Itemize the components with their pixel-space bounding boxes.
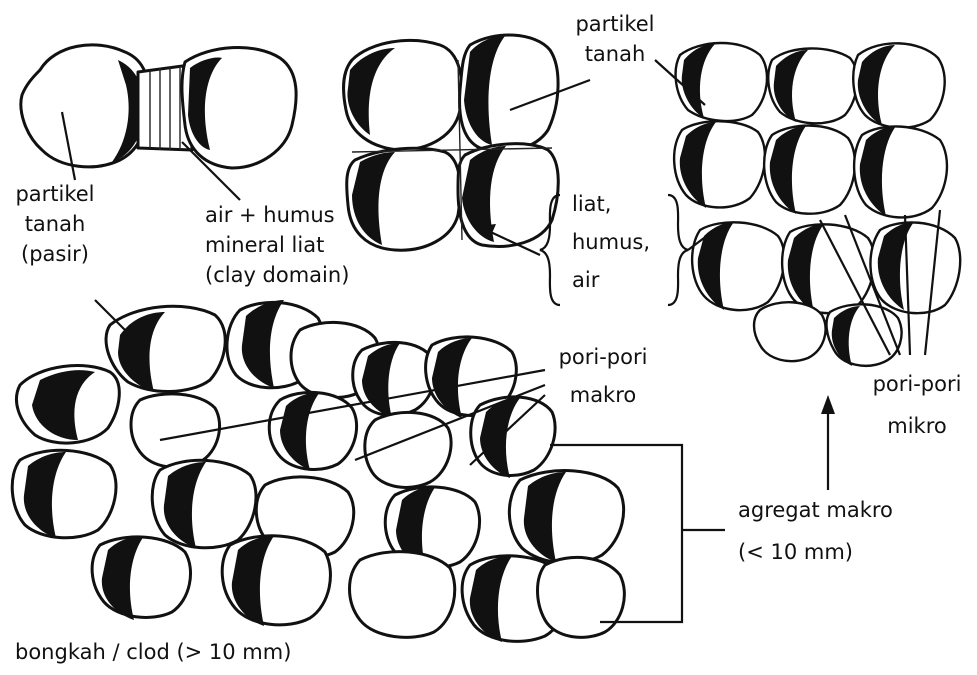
label-particle-sand-line1: partikel <box>5 182 105 206</box>
label-particle-top: partikel tanah <box>565 12 665 66</box>
small-aggregate <box>344 35 559 250</box>
sand-particle-pair <box>21 45 296 168</box>
label-macro-aggregate: agregat makro (< 10 mm) <box>738 498 893 564</box>
arrow-up-micro <box>821 395 835 490</box>
clod-mass <box>12 300 624 642</box>
label-water-humus-line1: air + humus <box>205 203 349 227</box>
label-brace-item-humus: humus, <box>572 230 650 254</box>
label-water-humus-line2: mineral liat <box>205 233 349 257</box>
label-particle-sand-line2: tanah <box>5 212 105 236</box>
label-water-humus: air + humus mineral liat (clay domain) <box>205 203 349 287</box>
label-brace-item-water: air <box>572 268 650 292</box>
label-particle-sand-line3: (pasir) <box>5 242 105 266</box>
macro-aggregate <box>674 43 960 366</box>
label-particle-sand: partikel tanah (pasir) <box>5 182 105 266</box>
label-micro-pores-line1: pori-pori <box>858 372 976 396</box>
label-macro-aggregate-line1: agregat makro <box>738 498 893 522</box>
label-micro-pores-line2: mikro <box>858 414 976 438</box>
label-particle-top-line2: tanah <box>565 42 665 66</box>
label-particle-top-line1: partikel <box>565 12 665 36</box>
label-macro-pores-line1: pori-pori <box>548 345 658 369</box>
label-water-humus-line3: (clay domain) <box>205 263 349 287</box>
label-clod: bongkah / clod (> 10 mm) <box>15 640 291 664</box>
label-micro-pores: pori-pori mikro <box>858 372 976 438</box>
label-macro-pores: pori-pori makro <box>548 345 658 407</box>
label-macro-pores-line2: makro <box>548 383 658 407</box>
label-brace-items: liat, humus, air <box>572 192 650 292</box>
label-brace-item-clay: liat, <box>572 192 650 216</box>
label-macro-aggregate-line2: (< 10 mm) <box>738 540 893 564</box>
